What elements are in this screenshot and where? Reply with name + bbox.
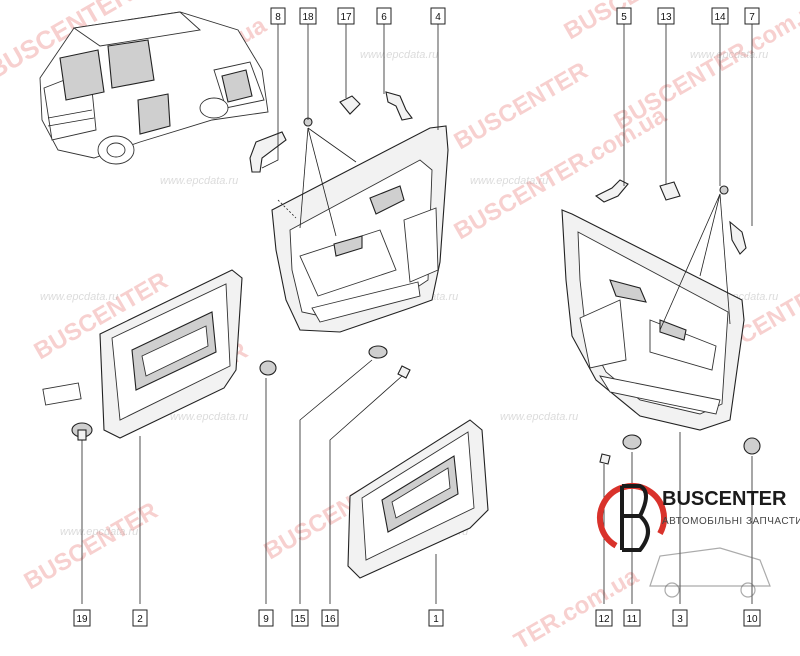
callout-15[interactable]: 15 — [291, 609, 309, 627]
callout-number: 18 — [302, 12, 314, 23]
watermark-site: www.epcdata.ru — [60, 526, 138, 538]
callout-16[interactable]: 16 — [321, 609, 339, 627]
callouts-top: 8 18 17 6 4 5 13 14 7 — [270, 7, 760, 25]
callout-18[interactable]: 18 — [299, 7, 317, 25]
logo-van-wheel — [664, 582, 680, 598]
logo-name: BUSCENTER — [662, 488, 787, 510]
callout-number: 7 — [749, 12, 755, 23]
callout-11[interactable]: 11 — [623, 609, 641, 627]
watermark-site: www.epcdata.ru — [470, 175, 548, 187]
callout-number: 17 — [340, 12, 352, 23]
callout-number: 11 — [627, 614, 638, 625]
callout-number: 6 — [381, 12, 387, 23]
watermark-partial: TER.com.ua — [510, 562, 644, 655]
watermark-site: www.epcdata.ru — [500, 411, 578, 423]
callouts-bottom: 19 2 9 15 16 1 12 11 3 10 — [73, 609, 761, 627]
callout-8[interactable]: 8 — [270, 7, 286, 25]
callout-6[interactable]: 6 — [376, 7, 392, 25]
callout-5[interactable]: 5 — [616, 7, 632, 25]
callout-number: 14 — [714, 12, 726, 23]
callout-number: 15 — [294, 614, 306, 625]
left-fasteners — [249, 91, 413, 379]
callout-2[interactable]: 2 — [132, 609, 148, 627]
callout-1[interactable]: 1 — [428, 609, 444, 627]
callout-number: 12 — [598, 614, 610, 625]
watermark-brand: BUSCENTER — [450, 57, 593, 155]
watermark-site: www.epcdata.ru — [170, 411, 248, 423]
leader-lines — [81, 24, 753, 604]
callout-number: 19 — [76, 614, 88, 625]
left-trim-insert — [99, 269, 243, 439]
watermark-site: www.epcdata.ru — [40, 291, 118, 303]
clip-19 — [42, 382, 93, 441]
watermark-brand: BUSCENTER — [20, 497, 163, 595]
callout-13[interactable]: 13 — [657, 7, 675, 25]
callout-4[interactable]: 4 — [430, 7, 446, 25]
callout-number: 5 — [621, 12, 627, 23]
watermark-site: www.epcdata.ru — [690, 49, 768, 61]
callout-17[interactable]: 17 — [337, 7, 355, 25]
watermark-site: www.epcdata.ru — [160, 175, 238, 187]
callout-10[interactable]: 10 — [743, 609, 761, 627]
logo-b-mark — [620, 484, 650, 552]
logo-van-sketch — [649, 547, 771, 587]
logo-van-wheel — [740, 582, 756, 598]
callout-14[interactable]: 14 — [711, 7, 729, 25]
callout-number: 3 — [677, 614, 683, 625]
callout-number: 4 — [435, 12, 441, 23]
callout-number: 1 — [433, 614, 439, 625]
callout-19[interactable]: 19 — [73, 609, 91, 627]
logo-ring — [597, 483, 667, 553]
callout-3[interactable]: 3 — [672, 609, 688, 627]
watermark-site: www.epcdata.ru — [360, 49, 438, 61]
callout-7[interactable]: 7 — [744, 7, 760, 25]
callout-9[interactable]: 9 — [258, 609, 274, 627]
watermark-domain: BUSCENTER.com.ua — [610, 0, 800, 135]
callout-number: 8 — [275, 12, 281, 23]
vehicle-illustration — [39, 11, 269, 165]
callout-number: 2 — [137, 614, 143, 625]
logo-subtitle: АВТОМОБІЛЬНІ ЗАПЧАСТИНИ — [662, 516, 800, 527]
callout-number: 9 — [263, 614, 269, 625]
right-door-trim-panel — [561, 209, 745, 431]
callout-12[interactable]: 12 — [595, 609, 613, 627]
callout-number: 10 — [746, 614, 758, 625]
buscenter-logo: BUSCENTER АВТОМОБІЛЬНІ ЗАПЧАСТИНИ — [597, 483, 800, 598]
right-fasteners — [594, 179, 761, 465]
lower-door-trim-insert — [347, 419, 489, 579]
left-door-trim-panel — [271, 125, 449, 333]
callout-number: 13 — [660, 12, 672, 23]
callout-number: 16 — [324, 614, 336, 625]
